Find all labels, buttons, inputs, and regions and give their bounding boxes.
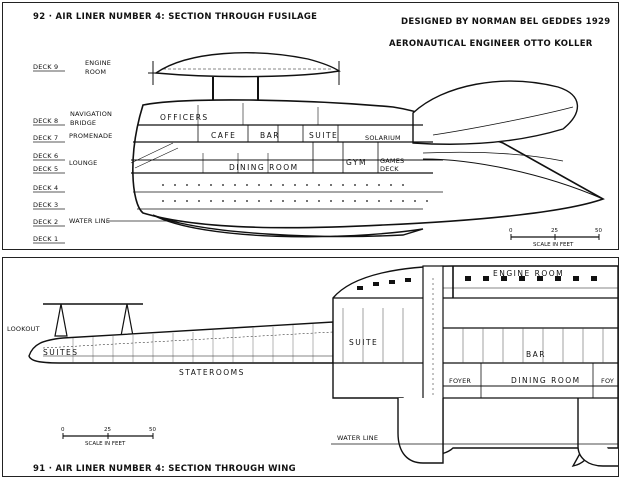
fuselage-scale-bar: 0 25 50 SCALE IN FEET bbox=[509, 228, 602, 248]
deck-label-7: DECK 7 bbox=[33, 134, 58, 142]
games-deck-label-2: DECK bbox=[380, 165, 399, 173]
officers-label: OFFICERS bbox=[160, 113, 209, 122]
games-deck-label: GAMES bbox=[380, 157, 404, 165]
lookout-towers bbox=[43, 303, 143, 337]
deck-label-4: DECK 4 bbox=[33, 184, 58, 192]
engine-nacelle bbox=[148, 52, 341, 103]
fuselage-section-panel: 92 · AIR LINER NUMBER 4: SECTION THROUGH… bbox=[2, 2, 619, 250]
wing-scale-bar: 0 25 50 SCALE IN FEET bbox=[61, 427, 156, 447]
navigation-bridge-label: NAVIGATION bbox=[70, 110, 112, 118]
designer-credit: DESIGNED BY NORMAN BEL GEDDES 1929 bbox=[401, 17, 610, 27]
gym-label: GYM bbox=[346, 158, 367, 167]
scale-tick-50: 50 bbox=[149, 427, 156, 433]
scale-tick-50: 50 bbox=[595, 228, 602, 234]
navigation-bridge-label-2: BRIDGE bbox=[70, 119, 96, 127]
wing-section-drawing: LOOKOUT SUITES STATEROOMS bbox=[7, 265, 618, 474]
deck-label-5: DECK 5 bbox=[33, 165, 58, 173]
deck-label-3: DECK 3 bbox=[33, 201, 58, 209]
bar-label: BAR bbox=[526, 350, 546, 359]
hull-windows bbox=[357, 276, 597, 290]
lounge-label: LOUNGE bbox=[69, 159, 97, 167]
solarium-label: SOLARIUM bbox=[365, 134, 401, 142]
bar-label: BAR bbox=[260, 131, 280, 140]
central-hull bbox=[332, 265, 618, 467]
engineer-credit: AERONAUTICAL ENGINEER OTTO KOLLER bbox=[389, 39, 593, 49]
fuselage-section-drawing: 92 · AIR LINER NUMBER 4: SECTION THROUGH… bbox=[33, 12, 610, 248]
engine-room-label-2: ROOM bbox=[85, 68, 106, 76]
deck-label-underlines bbox=[33, 70, 65, 244]
scale-label: SCALE IN FEET bbox=[533, 242, 574, 248]
water-line-label: WATER LINE bbox=[337, 434, 378, 442]
scale-tick-0: 0 bbox=[61, 427, 65, 433]
deck-label-8: DECK 8 bbox=[33, 117, 58, 125]
dining-room-label: DINING ROOM bbox=[229, 163, 299, 172]
deck-label-2: DECK 2 bbox=[33, 218, 58, 226]
promenade-label: PROMENADE bbox=[69, 132, 113, 140]
water-line-label: WATER LINE bbox=[69, 217, 110, 225]
hull-frames bbox=[342, 308, 604, 363]
suites-label: SUITES bbox=[43, 348, 79, 357]
wing-caption: 91 · AIR LINER NUMBER 4: SECTION THROUGH… bbox=[33, 464, 296, 474]
portholes bbox=[162, 184, 428, 202]
fuselage-hull bbox=[130, 80, 605, 238]
wing-section-panel: LOOKOUT SUITES STATEROOMS bbox=[2, 257, 619, 477]
lookout-label: LOOKOUT bbox=[7, 325, 40, 333]
suite-label: SUITE bbox=[349, 338, 378, 347]
cafe-label: CAFE bbox=[211, 131, 236, 140]
scale-label: SCALE IN FEET bbox=[85, 441, 126, 447]
foyer-left-label: FOYER bbox=[449, 377, 471, 385]
fuselage-caption: 92 · AIR LINER NUMBER 4: SECTION THROUGH… bbox=[33, 12, 317, 22]
deck-labels: DECK 9 DECK 8 DECK 7 DECK 6 DECK 5 DECK … bbox=[33, 63, 58, 243]
scale-tick-0: 0 bbox=[509, 228, 513, 234]
engine-room-label: ENGINE ROOM bbox=[493, 269, 564, 278]
suite-label: SUITE bbox=[309, 131, 338, 140]
staterooms-label: STATEROOMS bbox=[179, 368, 245, 377]
engine-room-label: ENGINE bbox=[85, 59, 111, 67]
wing-ribs bbox=[72, 324, 314, 363]
foyer-right-label: FOY bbox=[601, 377, 614, 385]
dining-room-label: DINING ROOM bbox=[511, 376, 581, 385]
scale-tick-25: 25 bbox=[104, 427, 111, 433]
scale-tick-25: 25 bbox=[551, 228, 558, 234]
deck-label-9: DECK 9 bbox=[33, 63, 58, 71]
deck-label-1: DECK 1 bbox=[33, 235, 58, 243]
deck-label-6: DECK 6 bbox=[33, 152, 58, 160]
